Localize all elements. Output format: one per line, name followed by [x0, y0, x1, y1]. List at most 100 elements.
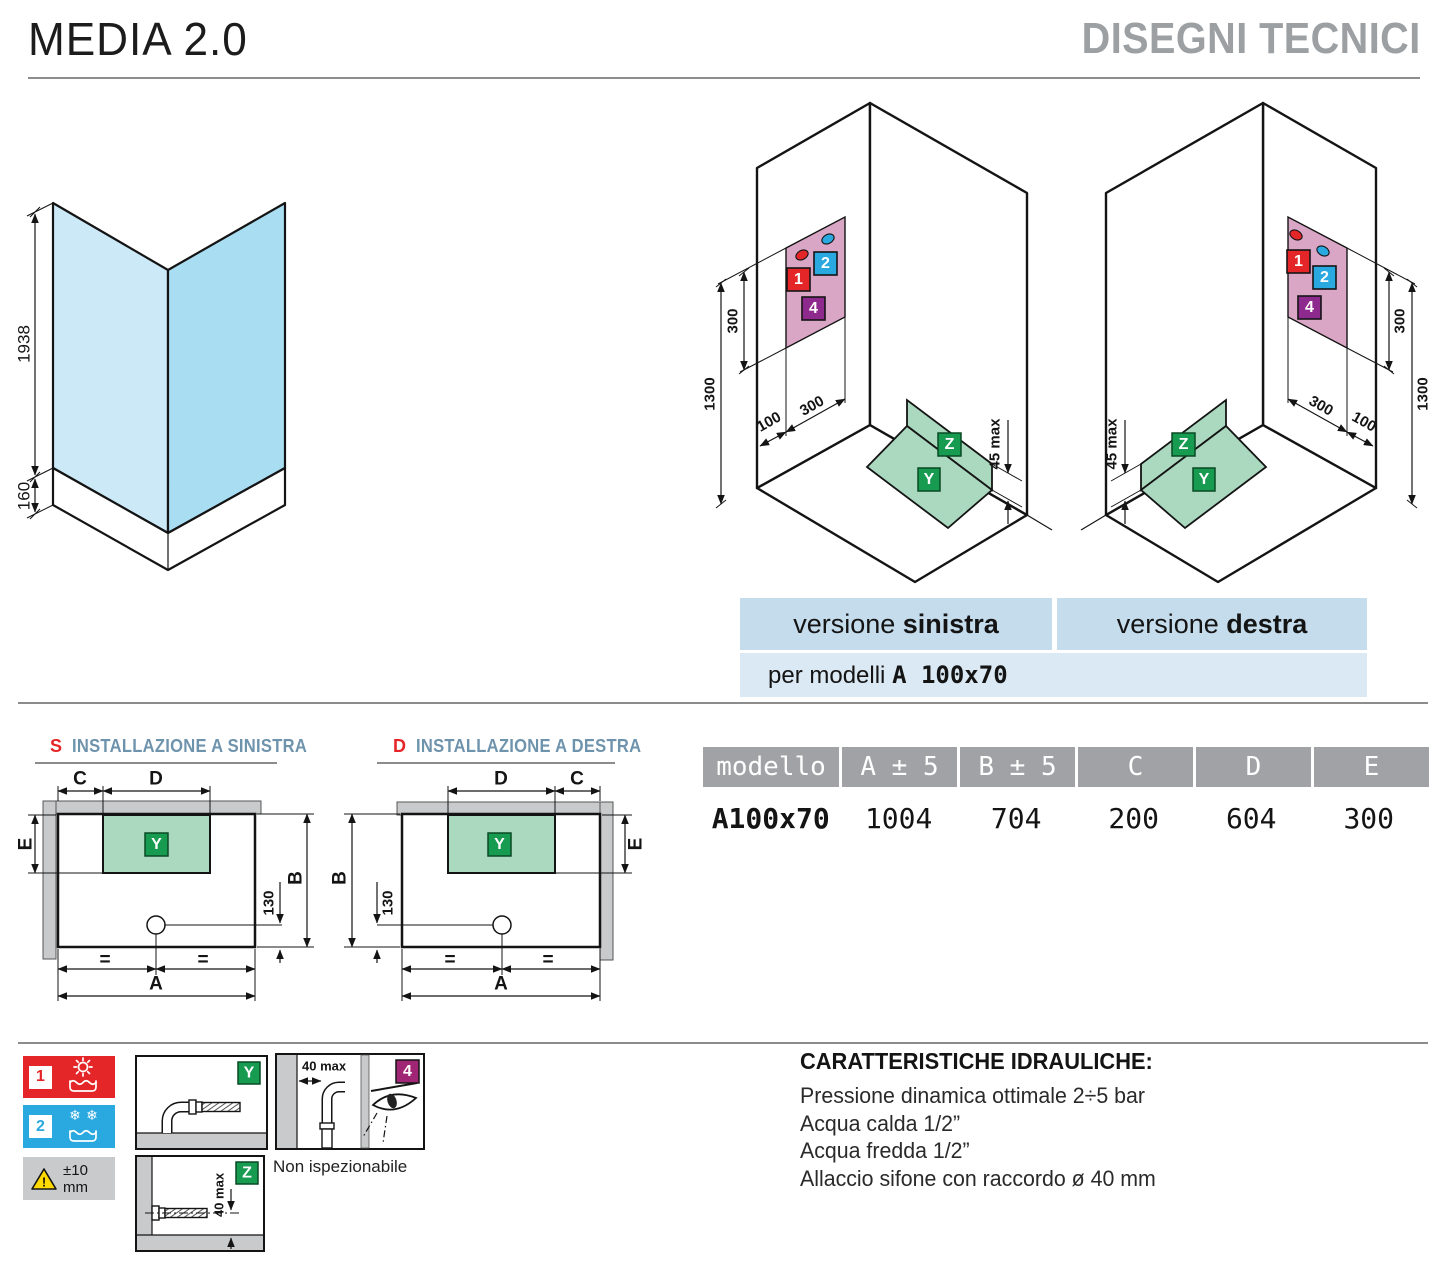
- svg-text:B: B: [330, 871, 351, 885]
- marker-y-label: Y: [494, 836, 505, 853]
- cell-c: 200: [1108, 801, 1159, 835]
- equal-mark: =: [197, 950, 208, 971]
- marker-y: [1192, 467, 1216, 492]
- cold-water-icon: ❄ ❄: [69, 1107, 98, 1142]
- eye-icon: [362, 1082, 418, 1144]
- plan-view-right: D C Y E B 130 = =: [330, 769, 647, 1001]
- dim-D: D: [494, 769, 508, 790]
- hydraulics-block: CARATTERISTICHE IDRAULICHE: Pressione di…: [800, 1048, 1400, 1192]
- models-prefix: per modelli: [768, 662, 893, 689]
- dim-1300: 1300: [1415, 377, 1432, 410]
- equal-mark: =: [444, 950, 455, 971]
- dim-E: E: [16, 814, 103, 874]
- legend-cold-water: 2 ❄ ❄: [23, 1105, 115, 1148]
- col-header-d: D: [1196, 747, 1311, 787]
- caption-left-prefix: versione: [793, 609, 903, 639]
- non-inspectable-note: Non ispezionabile: [273, 1157, 408, 1176]
- legend-2-square: 2: [29, 1115, 52, 1138]
- wall-left: [42, 800, 57, 960]
- dim-B: B: [257, 813, 314, 948]
- dim-E: E: [555, 814, 647, 874]
- snowflake-icon: ❄: [86, 1107, 98, 1123]
- drain: [146, 915, 282, 975]
- svg-text:40 max: 40 max: [302, 1059, 347, 1074]
- vertical-pipe-icon: [319, 1081, 345, 1149]
- table-row: A100x70 1004 704 200 604 300: [703, 795, 1429, 841]
- dim-C: C: [570, 769, 584, 790]
- marker-4: [395, 1059, 420, 1084]
- plan-heading-right: D INSTALLAZIONE A DESTRA: [393, 736, 661, 757]
- plan-left-underline: [35, 762, 277, 764]
- dim-A: = = A: [401, 949, 601, 1001]
- marker-1: [786, 267, 811, 292]
- dim-C: C: [73, 769, 87, 790]
- col-header-modello: modello: [703, 747, 839, 787]
- section-divider-2: [18, 1042, 1428, 1044]
- mixer-panel: 1 2 4: [1286, 215, 1416, 436]
- z-drain-diagram: 40 max Z: [137, 1157, 263, 1250]
- svg-text:A: A: [494, 974, 508, 995]
- svg-text:40 max: 40 max: [212, 1172, 227, 1217]
- marker-z-label: Z: [945, 436, 955, 453]
- glass-base-dim: 160: [15, 482, 34, 510]
- cell-a: 1004: [864, 801, 933, 835]
- models-value: A 100x70: [892, 661, 1008, 689]
- plan-left-title: INSTALLAZIONE A SINISTRA: [72, 736, 308, 756]
- svg-text:!: !: [42, 1174, 46, 1189]
- drain: [377, 915, 512, 975]
- marker-z: [1171, 432, 1196, 457]
- hydraulics-line: Acqua calda 1/2”: [800, 1110, 961, 1136]
- marker-z: [937, 432, 962, 457]
- marker-2-label: 2: [1320, 269, 1329, 286]
- caption-models: per modelli A 100x70: [740, 653, 1367, 697]
- marker-y: [144, 832, 169, 857]
- svg-text:130: 130: [380, 890, 397, 915]
- marker-4-label: 4: [403, 1063, 412, 1080]
- col-header-c: C: [1078, 747, 1193, 787]
- hot-outlet-dot: [795, 249, 809, 261]
- legend-inspection-detail: 40 max 4: [275, 1053, 425, 1150]
- dim-B: B: [330, 813, 400, 948]
- marker-4-label: 4: [1305, 299, 1314, 316]
- plan-right-title: INSTALLAZIONE A DESTRA: [416, 736, 642, 756]
- svg-text:B: B: [286, 871, 307, 885]
- caption-version-left: versione sinistra: [740, 598, 1052, 650]
- sun-icon: [77, 1061, 89, 1073]
- marker-y-label: Y: [151, 836, 162, 853]
- dim-1300: 1300: [702, 377, 719, 410]
- col-header-b: B ± 5: [960, 747, 1075, 787]
- dim-45max: 45 max: [1104, 418, 1121, 470]
- legend-tolerance: ! ±10 mm: [23, 1157, 115, 1200]
- dim-40max: 40 max: [212, 1172, 235, 1249]
- svg-text:130: 130: [261, 890, 278, 915]
- cold-outlet-dot: [821, 233, 835, 245]
- glass-panes: [51, 201, 287, 535]
- hot-outlet-dot: [1289, 229, 1303, 241]
- legend-z-detail: 40 max Z: [135, 1155, 265, 1252]
- legend-1-square: 1: [29, 1065, 52, 1089]
- col-header-e: E: [1314, 747, 1429, 787]
- dims-top: C D: [57, 769, 211, 815]
- dim-45max: 45 max: [987, 418, 1004, 470]
- caption-version-right: versione destra: [1057, 598, 1367, 650]
- y-drain-diagram: Y: [137, 1061, 266, 1148]
- dim-300v: 300: [1392, 308, 1409, 333]
- inspection-diagram: 40 max 4: [277, 1054, 420, 1149]
- legend-y-detail: Y: [135, 1055, 268, 1150]
- dim-D: D: [149, 769, 163, 790]
- caption-right-bold: destra: [1226, 609, 1308, 639]
- marker-z-label: Z: [1179, 436, 1189, 453]
- plan-right-letter: D: [393, 736, 406, 756]
- dim-40max: 40 max: [298, 1059, 347, 1085]
- dim-130: 130: [261, 882, 284, 963]
- dim-130: 130: [373, 882, 397, 963]
- svg-text:A: A: [149, 974, 163, 995]
- hydraulics-line: Pressione dinamica ottimale 2÷5 bar: [800, 1083, 1146, 1108]
- warning-icon: !: [31, 1167, 57, 1190]
- glass-corner-diagram: 1938 160: [15, 201, 287, 572]
- marker-y-label: Y: [244, 1065, 255, 1082]
- dim-300v: 300: [725, 308, 742, 333]
- plan-right-underline: [377, 762, 615, 764]
- iso-view-right: 1 2 4 Z Y 1300 300 300 100: [1080, 101, 1432, 584]
